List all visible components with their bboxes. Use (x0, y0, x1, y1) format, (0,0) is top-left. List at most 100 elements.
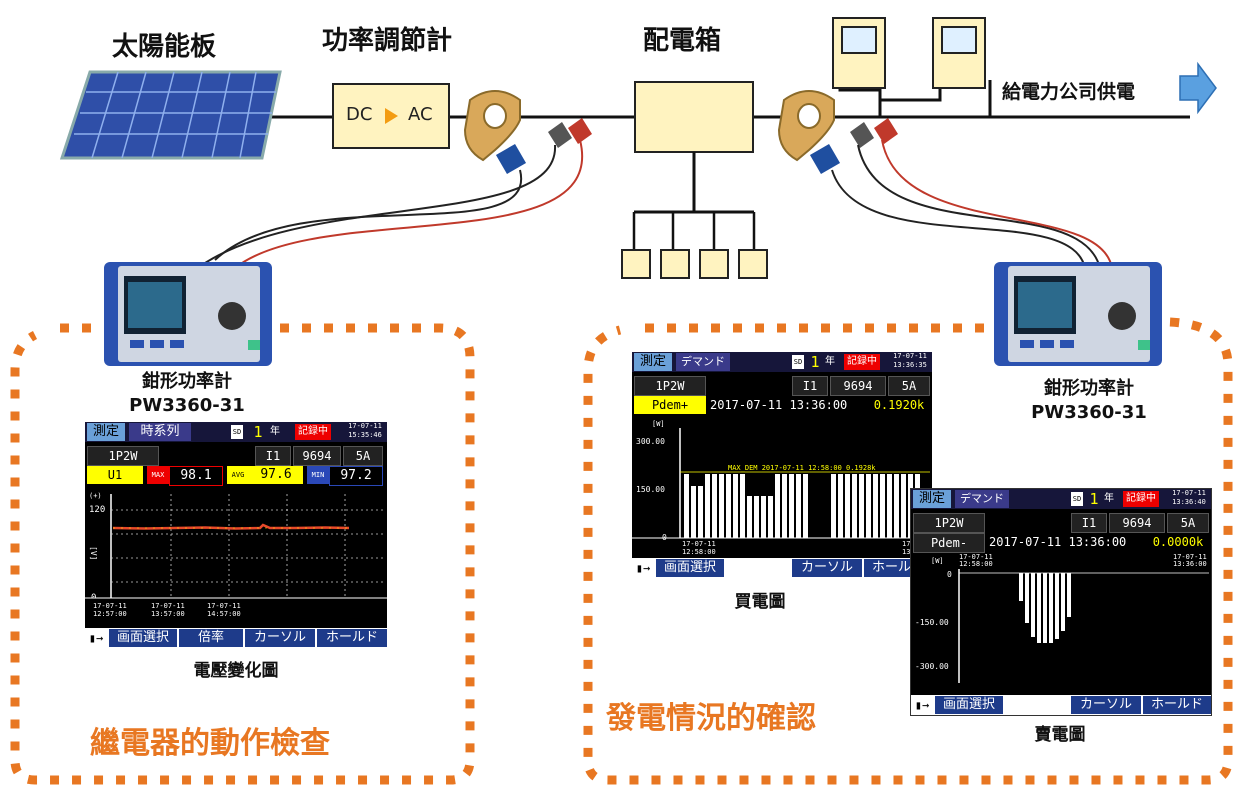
sell-demand-bars (1019, 573, 1071, 643)
demand-bar (831, 474, 836, 538)
interval-number: 1 (810, 353, 820, 371)
demand-bar (873, 474, 878, 538)
section-title-generation-check: 發電情況的確認 (606, 701, 816, 736)
mode-field: Pdem+ (634, 396, 706, 414)
demand-bar (726, 474, 731, 538)
demand-bar (859, 474, 864, 538)
label-ac: AC (408, 104, 433, 125)
demand-bar (852, 474, 857, 538)
demand-bar (740, 474, 745, 538)
demand-bar (1019, 573, 1023, 601)
reading-field: 0.1920k (873, 398, 925, 412)
demand-bar (747, 496, 752, 538)
interval-number: 1 (1089, 490, 1099, 508)
value-field: 9694 (1109, 513, 1165, 533)
fkey-screen-select[interactable]: 画面選択 (935, 696, 1003, 714)
interval-unit: 年 (825, 356, 835, 367)
clock-time: 15:35:46 (348, 431, 382, 439)
meter-left-name: 鉗形功率計 (142, 371, 232, 392)
demand-bar (880, 474, 885, 538)
demand-bar (684, 474, 689, 538)
timestamp-field: 2017-07-11 13:36:00 (989, 535, 1127, 549)
fkey-cursor[interactable]: カーソル (245, 629, 315, 647)
fkey-screen-select[interactable]: 画面選択 (656, 559, 724, 577)
x-tick-1-time: 12:57:00 (93, 610, 127, 618)
y-axis-unit: [W] (931, 557, 944, 565)
y-tick-top: 0 (947, 570, 952, 579)
meter-right-model: PW3360-31 (1031, 402, 1147, 423)
sd-icon: SD (231, 425, 243, 439)
x-tick-1-time: 12:58:00 (682, 548, 716, 556)
solar-panel-icon (59, 70, 282, 160)
caption-buy: 買電圖 (734, 592, 786, 612)
utility-meter-icons (832, 17, 986, 89)
y-tick-mid: 150.00 (636, 485, 665, 494)
clamp-power-meter-left-icon (104, 262, 272, 366)
x-tick-1-date: 17-07-11 (682, 540, 716, 548)
y-axis-unit: [W] (652, 420, 665, 428)
voltage-trend-plot: (+) 120 [V] 0 17-07-11 12:57:00 17-07-11… (85, 492, 387, 630)
x-tick-3-time: 14:57:00 (207, 610, 241, 618)
demand-bar (761, 496, 766, 538)
max-demand-annotation: MAX_DEM 2017-07-11 12:58:00 0.1928k (728, 464, 876, 472)
clamp-power-meter-right-icon (994, 262, 1162, 366)
fkey-hold[interactable]: ホールド (1143, 696, 1211, 714)
max-value: 98.1 (169, 466, 223, 486)
value-field: 9694 (830, 376, 886, 396)
mode-field: Pdem- (913, 533, 985, 553)
y-axis-unit: [V] (89, 546, 98, 560)
meter-right-name: 鉗形功率計 (1044, 378, 1134, 399)
demand-bar (887, 474, 892, 538)
fkey-zoom[interactable]: 倍率 (179, 629, 243, 647)
buy-demand-plot: [W] 300.00 150.00 0 MAX_DEM 2017-07-11 1… (632, 420, 932, 556)
label-distribution-box: 配電箱 (643, 26, 722, 56)
channel-field: I1 (792, 376, 828, 396)
caption-sell: 賣電圖 (1034, 725, 1086, 745)
sd-icon: SD (1071, 492, 1083, 506)
label-utility-supply: 給電力公司供電 (1002, 77, 1136, 104)
arrow-icon (385, 108, 398, 124)
demand-bar (866, 474, 871, 538)
branch-breakers (621, 249, 768, 279)
right-section-outline (583, 317, 1233, 785)
outgoing-arrow-icon (1179, 61, 1217, 115)
buy-demand-bars (684, 474, 920, 538)
min-label: MIN (307, 466, 329, 484)
demand-bar (838, 474, 843, 538)
fkey-cursor[interactable]: カーソル (792, 559, 862, 577)
channel-field: I1 (255, 446, 291, 466)
left-section-outline (10, 323, 475, 785)
fkey-hold[interactable]: ホールド (317, 629, 387, 647)
demand-bar (1061, 573, 1065, 631)
demand-bar (803, 474, 808, 538)
demand-bar (691, 486, 696, 538)
wiring-field: 1P2W (87, 446, 159, 466)
avg-label: AVG (227, 466, 249, 484)
plug-icon: ▮→ (914, 698, 930, 712)
x-tick-2-time: 13:57:00 (151, 610, 185, 618)
distribution-box (634, 81, 754, 153)
recording-badge: 記録中 (295, 424, 331, 440)
y-tick-mid: -150.00 (915, 618, 949, 627)
demand-bar (1043, 573, 1047, 643)
demand-bar (1025, 573, 1029, 623)
fkey-screen-select[interactable]: 画面選択 (109, 629, 177, 647)
avg-value: 97.6 (249, 466, 303, 484)
recording-badge: 記録中 (1123, 491, 1159, 507)
clock-date: 17-07-11 (348, 422, 382, 430)
range-field: 5A (1167, 513, 1209, 533)
demand-bar (1037, 573, 1041, 643)
interval-unit: 年 (1104, 493, 1114, 504)
fkey-cursor[interactable]: カーソル (1071, 696, 1141, 714)
interval-unit: 年 (270, 426, 280, 437)
recording-badge: 記録中 (844, 354, 880, 370)
y-tick-top: 120 (89, 505, 105, 515)
clamp-sensor-left-icon (463, 90, 527, 175)
plot-top-unit: (+) (89, 492, 102, 500)
channel-u1: U1 (87, 466, 143, 484)
plug-icon: ▮→ (635, 561, 651, 575)
tab-timeseries: 時系列 (129, 423, 191, 441)
